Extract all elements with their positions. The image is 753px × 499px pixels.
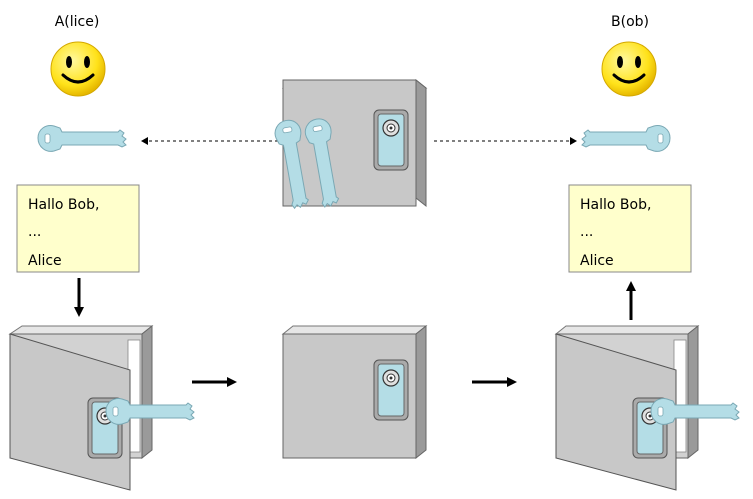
top-box-lock-icon bbox=[373, 109, 409, 171]
alice-message-line-2: ... bbox=[28, 224, 41, 240]
middle-box-lock-icon bbox=[373, 359, 409, 421]
bob-label: B(ob) bbox=[611, 14, 649, 30]
alice-message-note: Hallo Bob, ... Alice bbox=[16, 184, 140, 273]
bob-message-line-3: Alice bbox=[580, 253, 614, 269]
alice-message-line-3: Alice bbox=[28, 253, 62, 269]
bob-message-note: Hallo Bob, ... Alice bbox=[568, 184, 692, 273]
open-box-bob bbox=[554, 324, 740, 491]
key-box-top bbox=[272, 78, 428, 210]
bob-key-icon bbox=[581, 125, 671, 152]
closed-box-middle bbox=[281, 324, 428, 460]
bob-message-line-2: ... bbox=[580, 224, 593, 240]
open-box-alice bbox=[8, 324, 195, 491]
alice-smiley-icon bbox=[49, 40, 107, 98]
bob-smiley-icon bbox=[600, 40, 658, 98]
alice-message-line-1: Hallo Bob, bbox=[28, 197, 99, 213]
bob-message-line-1: Hallo Bob, bbox=[580, 197, 651, 213]
alice-key-icon bbox=[37, 125, 127, 152]
alice-label: A(lice) bbox=[55, 14, 100, 30]
